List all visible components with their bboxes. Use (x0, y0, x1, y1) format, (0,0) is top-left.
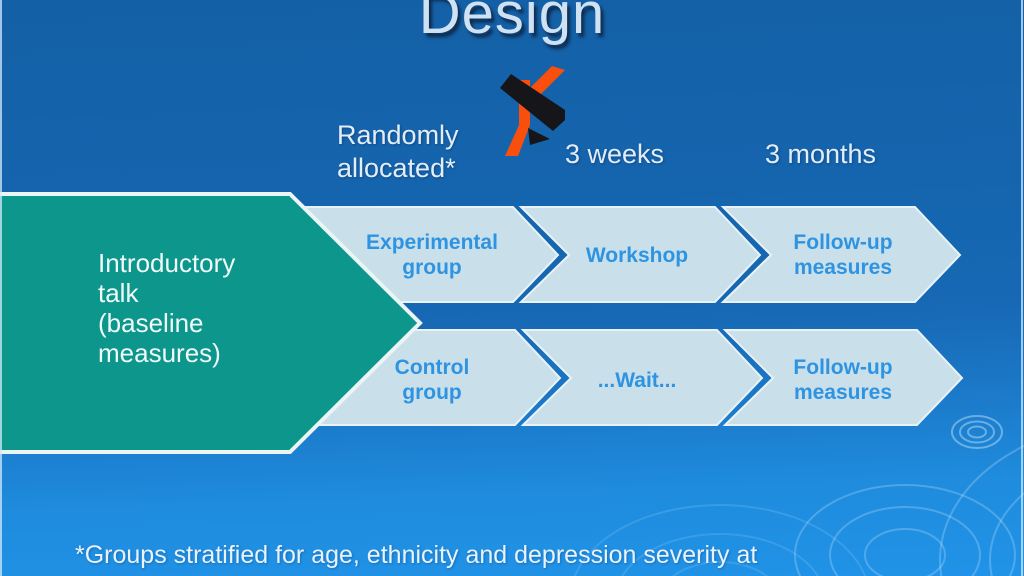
slide-title: Design (418, 0, 606, 46)
step-label-workshop: Workshop (585, 244, 689, 267)
intro-arrow-shape (0, 192, 423, 454)
chevron-followup-measures-bottom (722, 329, 964, 426)
step-label-followup-measures-top: Follow-up measures (793, 231, 893, 279)
chevron-wait (520, 329, 764, 426)
label-randomly-allocated: Randomly allocated* (337, 120, 459, 183)
step-label-wait: ...Wait... (597, 369, 677, 392)
slide-left-edge (0, 0, 2, 576)
step-label-followup-measures-bottom: Follow-up measures (793, 356, 893, 404)
label-3-weeks: 3 weeks (565, 139, 665, 169)
footnote-text: *Groups stratified for age, ethnicity an… (75, 541, 758, 569)
slide-right-edge (1021, 0, 1023, 576)
step-label-control-group: Control group (394, 356, 470, 404)
intro-arrow-text: Introductory talk (baseline measures) (98, 248, 236, 368)
chevron-followup-measures-top (720, 206, 962, 303)
orange-k-logo-icon (500, 66, 565, 156)
step-label-experimental-group: Experimental group (366, 231, 498, 279)
label-3-months: 3 months (765, 139, 877, 169)
chevron-workshop (518, 206, 762, 303)
